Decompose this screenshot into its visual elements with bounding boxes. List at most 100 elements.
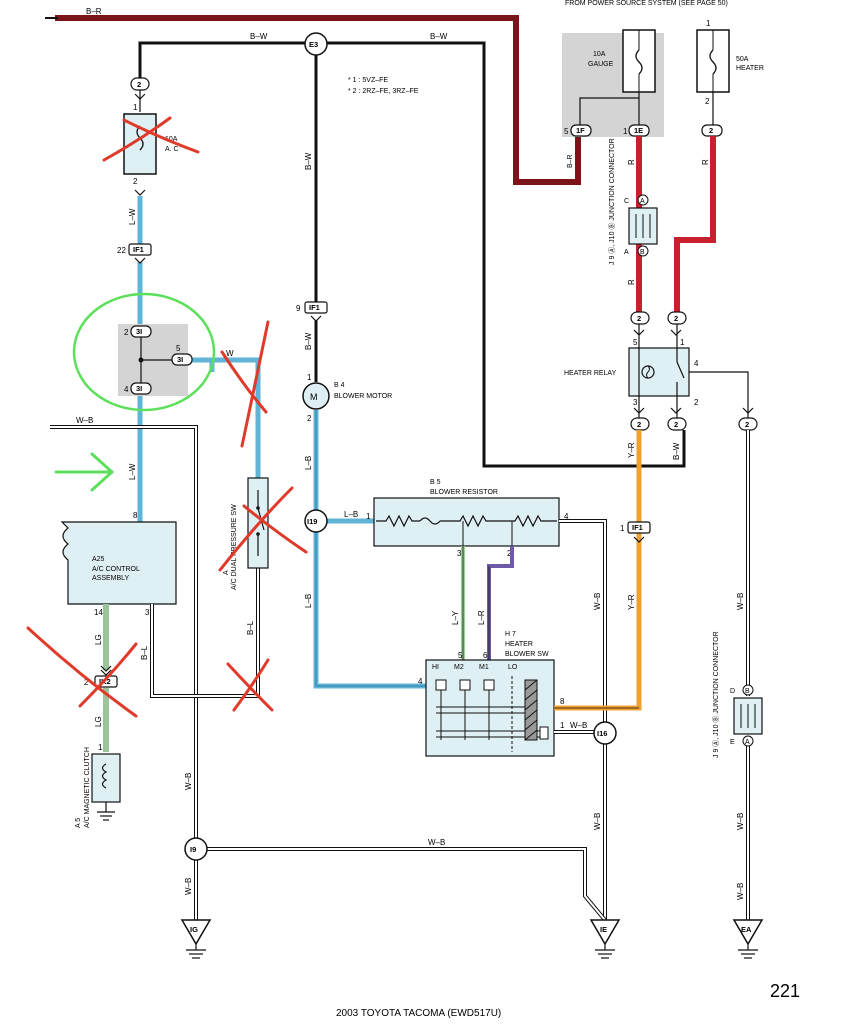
svg-text:4: 4 [124,385,129,394]
svg-text:B: B [745,688,750,695]
svg-text:W–B: W–B [736,593,745,610]
footer-title: 2003 TOYOTA TACOMA (EWD517U) [336,1008,501,1019]
svg-text:B–L: B–L [140,645,149,660]
svg-text:L–B: L–B [344,510,358,519]
wire-w-b-left: W–B W–B W–B [50,416,198,920]
svg-text:2: 2 [137,80,141,89]
svg-text:A/C DUAL PRESSURE SW: A/C DUAL PRESSURE SW [231,504,238,590]
wire-l-y: L–Y [451,546,465,672]
svg-text:A: A [624,249,629,256]
svg-text:IG: IG [190,925,198,934]
svg-text:2: 2 [637,314,641,323]
fuse-heater-name: HEATER [736,65,764,72]
annotation-red-x-wire [220,320,270,448]
svg-text:1: 1 [307,373,312,382]
ac-magnetic-clutch: 1 A 5 A/C MAGNETIC CLUTCH [75,743,121,828]
svg-text:BLOWER RESISTOR: BLOWER RESISTOR [430,489,498,496]
wire-l-b-blower: L–B L–B L–B [304,410,426,689]
svg-text:2: 2 [307,414,312,423]
svg-text:C: C [624,198,629,205]
connector-if1-blower: IF1 9 [296,301,328,382]
junction-3i: 3I 2 3I 5 3I 4 [118,324,193,396]
svg-text:IF1: IF1 [133,245,144,254]
svg-text:L–B: L–B [304,456,313,470]
svg-text:2: 2 [124,328,129,337]
svg-text:2: 2 [674,420,678,429]
svg-text:5: 5 [176,344,181,353]
connector-i9: I9 [184,837,208,861]
svg-text:3: 3 [633,398,638,407]
svg-text:5: 5 [458,651,463,660]
wire-b-l: B–L B–L [140,568,260,698]
blower-resistor: B 5 BLOWER RESISTOR 1 4 3 2 [366,479,569,558]
svg-text:5: 5 [633,338,638,347]
svg-text:W–B: W–B [184,773,193,790]
wire-w-b-relay: W–B W–B [736,430,750,920]
ground-ig: IG [180,919,212,959]
svg-text:5: 5 [564,127,569,136]
svg-text:4: 4 [564,512,569,521]
annotation-red-x-bl [226,658,274,712]
ground-ea: EA [732,919,764,959]
svg-text:A25: A25 [92,556,105,563]
junction-connector-top: A B C A J 9 Ⓐ, J10 Ⓑ JUNCTION CONNECTOR [608,138,658,265]
svg-text:L–Y: L–Y [451,610,460,625]
page-number: 221 [770,981,800,1001]
svg-text:E3: E3 [309,40,318,49]
svg-text:1F: 1F [576,126,585,135]
svg-text:B 5: B 5 [430,479,441,486]
svg-text:Y–R: Y–R [627,442,636,458]
svg-text:2: 2 [507,549,512,558]
svg-text:HI: HI [432,664,439,671]
connector-if1-relay: IF1 1 [620,521,651,543]
svg-text:A. C: A. C [165,146,179,153]
svg-text:A: A [745,739,750,746]
wire-y-r: Y–R Y–R [554,430,642,711]
svg-text:LG: LG [94,716,103,727]
svg-text:W–B: W–B [428,838,445,847]
svg-text:HEATER: HEATER [505,641,533,648]
connector-1f: 1F 5 [564,124,592,137]
svg-text:IF1: IF1 [309,303,320,312]
annotation-red-x-fuse [102,116,200,162]
svg-text:9: 9 [296,304,301,313]
svg-text:LG: LG [94,634,103,645]
svg-text:W–B: W–B [570,721,587,730]
svg-text:1: 1 [680,338,685,347]
svg-text:2: 2 [84,678,89,687]
svg-text:B–W: B–W [672,442,681,460]
ground-ie: IE [589,919,621,959]
ac-pressure-switch: A/C DUAL PRESSURE SW A [223,477,269,590]
svg-text:1: 1 [366,512,371,521]
svg-text:L–B: L–B [304,594,313,608]
svg-text:I9: I9 [190,845,196,854]
svg-text:W–B: W–B [593,813,602,830]
wire-red-heater: R [674,136,716,312]
svg-text:I19: I19 [307,517,317,526]
svg-text:1: 1 [706,19,711,28]
svg-text:1: 1 [133,103,138,112]
svg-text:6: 6 [483,651,488,660]
svg-text:2: 2 [709,126,713,135]
svg-text:3I: 3I [136,327,142,336]
fuse-50a-heater: 50A HEATER 1 2 [696,19,764,106]
svg-text:B–L: B–L [246,620,255,635]
svg-text:M1: M1 [479,664,489,671]
svg-text:8: 8 [133,511,138,520]
connector-e3: E3 [304,32,328,56]
svg-text:M: M [310,392,318,402]
svg-text:L–R: L–R [477,610,486,625]
label-b-r-vert: B–R [567,154,574,168]
svg-text:3: 3 [145,608,150,617]
svg-text:D: D [730,688,735,695]
svg-text:B–W: B–W [304,152,313,170]
heater-relay-label: HEATER RELAY [564,370,617,377]
svg-text:A 5: A 5 [75,818,82,828]
svg-text:2: 2 [133,177,138,186]
note-1: * 1 : 5VZ–FE [348,77,388,84]
svg-text:A/C CONTROL: A/C CONTROL [92,566,140,573]
svg-text:EA: EA [741,925,752,934]
junction-bottom-label: J 9 Ⓐ, J10 Ⓑ JUNCTION CONNECTOR [712,631,720,758]
fuse-gauge-amp: 10A [593,51,606,58]
svg-text:L–W: L–W [128,208,137,225]
